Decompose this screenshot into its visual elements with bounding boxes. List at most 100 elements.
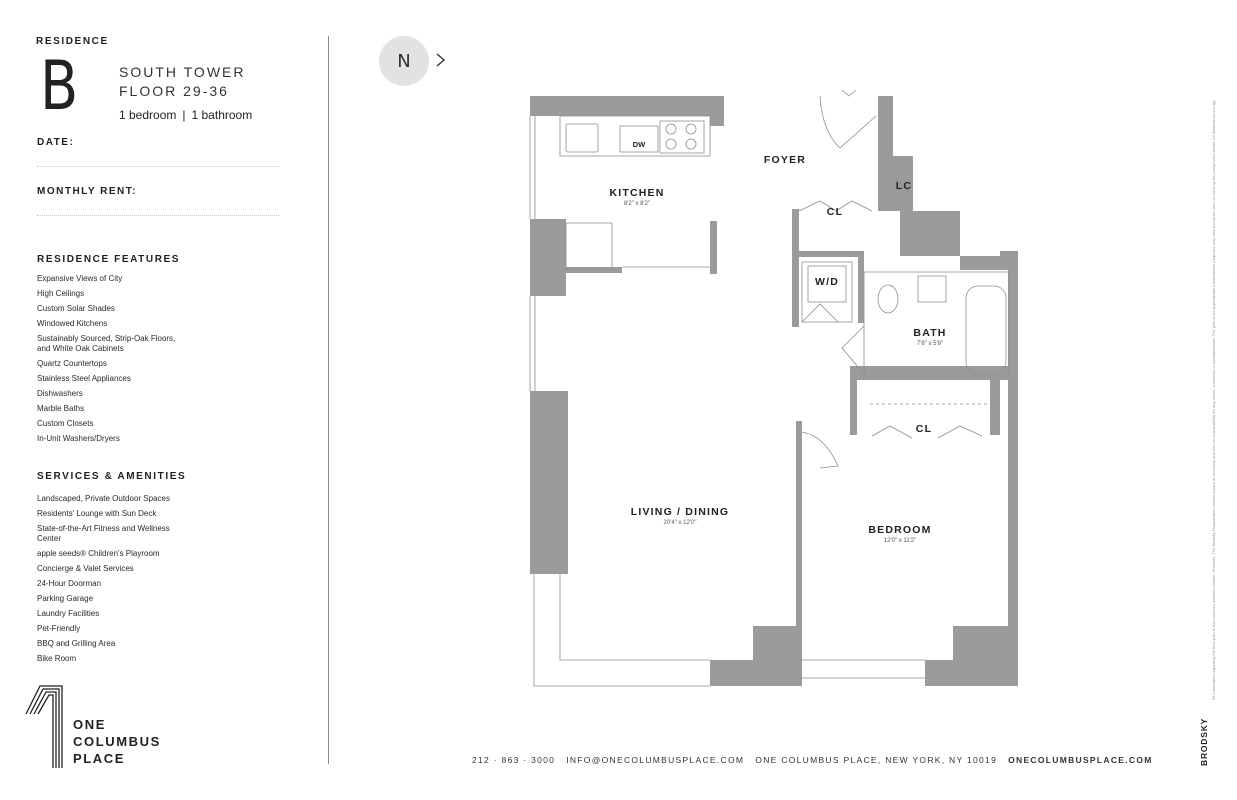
list-item: In-Unit Washers/Dryers [37, 434, 120, 443]
email-address: INFO@ONECOLUMBUSPLACE.COM [566, 755, 745, 765]
closet-doors [871, 425, 983, 439]
burner-icon [665, 123, 677, 135]
wall [990, 380, 1000, 435]
washer-dryer-unit [807, 265, 847, 303]
chevron-right-icon [436, 53, 446, 67]
bath-label: BATH [913, 327, 946, 339]
bedroom-closet-label: CL [916, 423, 932, 435]
wall [925, 626, 1018, 686]
wall [530, 96, 710, 116]
wall [858, 257, 864, 323]
list-item: Laundry Facilities [37, 609, 100, 618]
living-dining-label: LIVING / DINING [631, 506, 730, 518]
dishwasher-label: DW [633, 140, 646, 149]
dishwasher-box [619, 125, 659, 153]
contact-footer: 212 · 863 · 3000 INFO@ONECOLUMBUSPLACE.C… [472, 755, 1153, 765]
list-item: Bike Room [37, 654, 77, 663]
wall [850, 380, 857, 435]
website-link[interactable]: ONECOLUMBUSPLACE.COM [1008, 755, 1153, 765]
list-item: 24-Hour Doorman [37, 579, 102, 588]
disclaimer-text: All information regarding the floor plan… [1212, 100, 1216, 700]
legal-disclaimer: All information regarding the floor plan… [1212, 100, 1220, 700]
kitchen-dimensions: 8'2" x 8'2" [624, 201, 650, 207]
monthly-rent-line [37, 215, 279, 216]
kitchen-counter [559, 115, 711, 157]
plan-outlines [529, 89, 1010, 687]
kitchen-label: KITCHEN [609, 187, 664, 199]
walls [530, 96, 1018, 686]
wall [530, 219, 566, 296]
list-item: Residents' Lounge with Sun Deck [37, 509, 157, 518]
list-item: BBQ and Grilling Area [37, 639, 116, 648]
brand-text: BRODSKY [1199, 717, 1209, 766]
living-dining-dimensions: 20'4" x 12'0" [664, 520, 697, 526]
north-compass: N [379, 36, 429, 86]
monthly-rent-label: MONTHLY RENT: [37, 186, 138, 197]
list-item: Windowed Kitchens [37, 319, 108, 328]
linen-closet-label: LC [896, 180, 912, 192]
wall [792, 209, 799, 251]
list-item: Quartz Countertops [37, 359, 107, 368]
wall [792, 251, 864, 257]
residence-label: RESIDENCE [36, 36, 109, 47]
burner-icon [665, 138, 677, 150]
unit-letter: B [40, 47, 79, 126]
wall [710, 96, 724, 126]
list-item: Landscaped, Private Outdoor Spaces [37, 494, 170, 503]
phone-number: 212 · 863 · 3000 [472, 755, 556, 765]
date-line [37, 166, 279, 167]
bed-bath-count: 1 bedroom|1 bathroom [119, 108, 252, 122]
wall [792, 257, 799, 327]
bath-dimensions: 7'8" x 5'6" [917, 341, 943, 347]
wall [710, 626, 796, 686]
vanity-sink-icon [917, 275, 947, 303]
wall [796, 421, 802, 686]
bedroom-dimensions: 12'0" x 11'2" [884, 538, 916, 544]
list-item: Expansive Views of City [37, 274, 123, 283]
window-line [533, 574, 710, 687]
list-item: Pet-Friendly [37, 624, 81, 633]
floor-plan: KITCHEN 8'2" x 8'2" FOYER LIVING / DININ… [529, 89, 1018, 687]
window-line [559, 574, 710, 661]
tower-name: SOUTH TOWER [119, 64, 246, 80]
list-item: High Ceilings [37, 289, 85, 298]
wall [530, 391, 568, 574]
list-item: Marble Baths [37, 404, 85, 413]
floor-range: FLOOR 29-36 [119, 83, 229, 99]
street-address: ONE COLUMBUS PLACE, NEW YORK, NY 10019 [755, 755, 998, 765]
bedroom-label: BEDROOM [868, 524, 931, 536]
separator: | [182, 108, 186, 122]
door-swing [819, 95, 841, 149]
foyer-label: FOYER [764, 154, 806, 166]
lc-door [892, 175, 914, 197]
one-columbus-logo-icon [25, 685, 63, 768]
burner-icon [685, 138, 697, 150]
kitchen-island [565, 222, 613, 270]
amenities-list: Landscaped, Private Outdoor Spaces Resid… [37, 494, 187, 669]
logo-line: PLACE [73, 751, 126, 766]
info-panel: RESIDENCE B SOUTH TOWER FLOOR 29-36 1 be… [0, 0, 330, 800]
bath-door-swing [841, 325, 865, 375]
list-item: Custom Closets [37, 419, 94, 428]
features-heading: RESIDENCE FEATURES [37, 254, 181, 265]
burner-icon [685, 123, 697, 135]
bathtub-icon [965, 285, 1007, 375]
chevron-down-icon [841, 89, 857, 97]
wall [710, 221, 717, 274]
bedroom-door-swing [801, 431, 839, 469]
compass-label: N [397, 50, 411, 72]
cooktop-icon [659, 120, 705, 154]
date-label: DATE: [37, 137, 75, 148]
panel-divider [328, 36, 329, 764]
brodsky-brand: BRODSKY [1199, 716, 1213, 766]
list-item: Dishwashers [37, 389, 83, 398]
foyer-closet-label: CL [827, 206, 843, 218]
list-item: Stainless Steel Appliances [37, 374, 131, 383]
list-item: Concierge & Valet Services [37, 564, 134, 573]
closet-doors [798, 200, 873, 212]
list-item: Parking Garage [37, 594, 94, 603]
list-item: Sustainably Sourced, Strip-Oak Floors, a… [37, 334, 176, 353]
door-leaf [839, 115, 877, 149]
list-item: Custom Solar Shades [37, 304, 115, 313]
logo-line: ONE [73, 717, 106, 732]
